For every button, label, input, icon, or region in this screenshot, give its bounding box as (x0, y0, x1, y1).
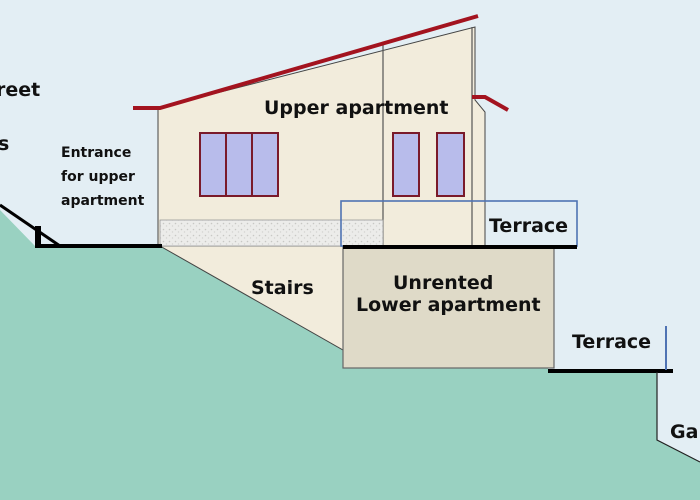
upper-terrace-label: Terrace (489, 215, 569, 237)
street-post (35, 226, 41, 246)
side-roof (472, 95, 509, 112)
garden-slope-edge (656, 372, 700, 463)
entrance-label-line1: Entrance (61, 145, 132, 161)
upper-window-middle (392, 132, 420, 197)
street-railing (0, 203, 61, 248)
upper-window-right (436, 132, 465, 197)
hillside-ground (0, 210, 700, 500)
street-label: reet (0, 79, 41, 101)
stairs-label: Stairs (251, 277, 314, 299)
gravel-foundation (159, 219, 384, 247)
upper-window-left (199, 132, 279, 197)
lower-terrace-label: Terrace (572, 331, 652, 353)
main-roof (133, 14, 479, 110)
garden-label: Ga (670, 421, 699, 443)
entrance-label-line2: for upper (61, 169, 135, 185)
lower-apartment-block (342, 247, 555, 369)
lower-apartment-label-line1: Unrented (393, 272, 494, 294)
upper-apartment-label: Upper apartment (264, 97, 449, 119)
lower-apartment-label-line2: Lower apartment (356, 294, 541, 316)
street-label-fragment: s (0, 133, 10, 155)
entrance-label-line3: apartment (61, 193, 145, 209)
